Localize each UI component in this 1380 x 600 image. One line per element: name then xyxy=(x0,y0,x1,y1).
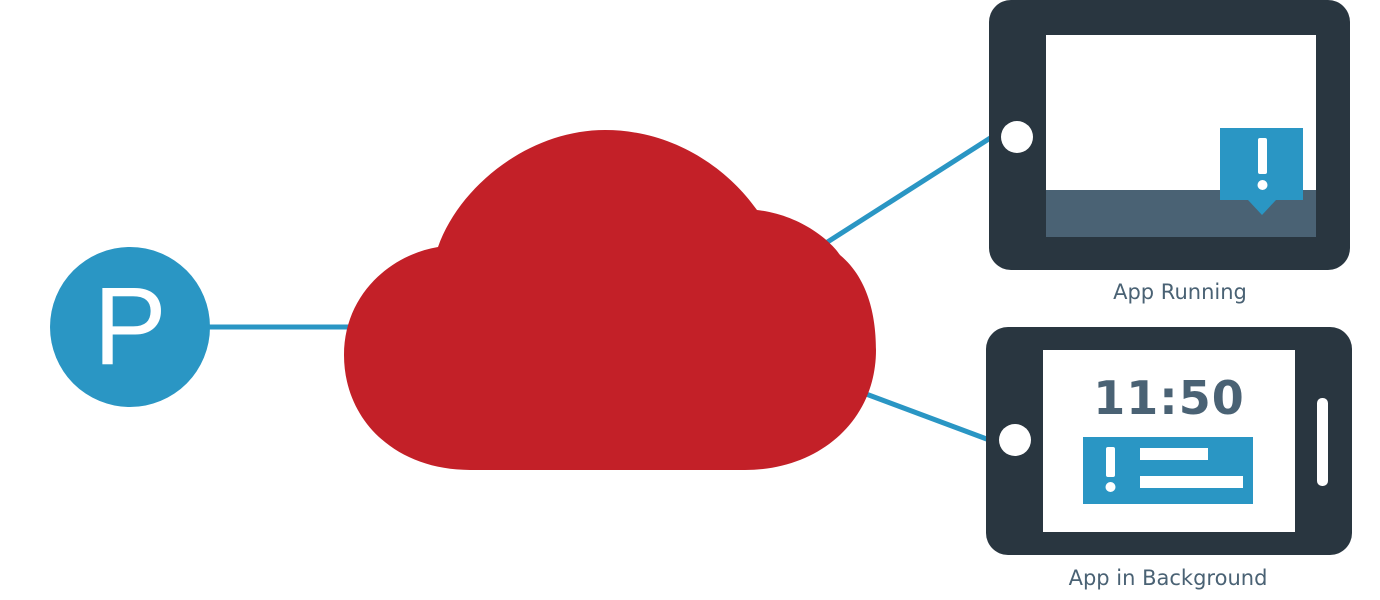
connector-cloud-running xyxy=(813,132,997,253)
label-app-running: App Running xyxy=(1113,280,1247,304)
provider-circle xyxy=(50,247,210,407)
cloud-icon xyxy=(344,130,876,470)
alert-bubble-icon xyxy=(1220,128,1303,215)
device-app-running xyxy=(989,0,1350,270)
notification-banner-icon xyxy=(1083,437,1253,504)
label-app-background: App in Background xyxy=(1068,566,1268,590)
speaker-slot-icon xyxy=(1317,398,1328,486)
clock-text: 11:50 xyxy=(1093,371,1245,425)
device-app-background xyxy=(986,327,1352,555)
home-button-icon xyxy=(999,424,1031,456)
connector-cloud-background xyxy=(849,385,993,444)
provider-label: P xyxy=(93,265,167,388)
home-button-icon xyxy=(1001,121,1033,153)
